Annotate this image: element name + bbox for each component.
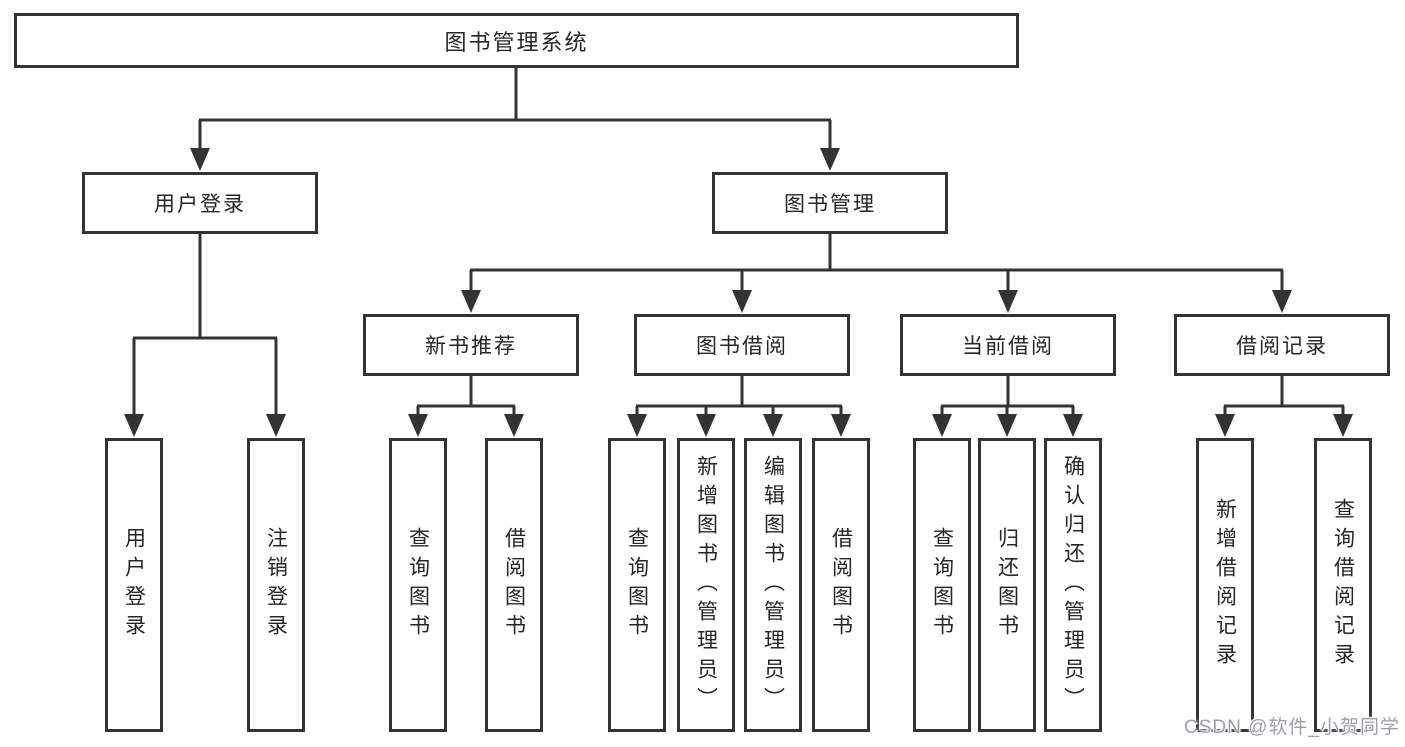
leaf-borrowing-add-books-admin-label: 新增图书（管理员） xyxy=(694,454,718,716)
leaf-current-confirm-return-admin-label: 确认归还（管理员） xyxy=(1061,454,1085,716)
node-borrowing-records: 借阅记录 xyxy=(1174,314,1390,376)
leaf-borrowing-borrow-books-label: 借阅图书 xyxy=(829,527,853,643)
leaf-current-return-books-label: 归还图书 xyxy=(995,527,1019,643)
leaf-newbook-query-books: 查询图书 xyxy=(389,438,447,732)
leaf-current-confirm-return-admin: 确认归还（管理员） xyxy=(1044,438,1102,732)
leaf-borrowing-edit-books-admin-label: 编辑图书（管理员） xyxy=(761,454,785,716)
node-book-borrowing-label: 图书借阅 xyxy=(696,335,788,358)
leaf-user-login: 用户登录 xyxy=(105,438,163,732)
node-book-borrowing: 图书借阅 xyxy=(634,314,850,376)
leaf-records-query-record-label: 查询借阅记录 xyxy=(1331,498,1355,672)
node-borrowing-records-label: 借阅记录 xyxy=(1236,335,1328,358)
leaf-borrowing-borrow-books: 借阅图书 xyxy=(812,438,870,732)
node-user-login-label: 用户登录 xyxy=(154,193,246,216)
leaf-logout: 注销登录 xyxy=(247,438,305,732)
leaf-newbook-borrow-books: 借阅图书 xyxy=(485,438,543,732)
leaf-current-query-books-label: 查询图书 xyxy=(930,527,954,643)
leaf-borrowing-add-books-admin: 新增图书（管理员） xyxy=(677,438,735,732)
csdn-watermark: CSDN @软件_小贺同学 xyxy=(1184,717,1400,738)
leaf-borrowing-edit-books-admin: 编辑图书（管理员） xyxy=(744,438,802,732)
node-root-label: 图书管理系统 xyxy=(444,29,589,55)
node-user-login: 用户登录 xyxy=(82,172,318,234)
leaf-user-login-label: 用户登录 xyxy=(122,527,146,643)
leaf-records-add-record-label: 新增借阅记录 xyxy=(1213,498,1237,672)
node-current-borrowing-label: 当前借阅 xyxy=(962,335,1054,358)
leaf-current-query-books: 查询图书 xyxy=(913,438,971,732)
leaf-records-add-record: 新增借阅记录 xyxy=(1196,438,1254,732)
node-book-management-label: 图书管理 xyxy=(784,193,876,216)
leaf-borrowing-query-books-label: 查询图书 xyxy=(625,527,649,643)
node-book-management: 图书管理 xyxy=(712,172,948,234)
leaf-newbook-query-books-label: 查询图书 xyxy=(406,527,430,643)
leaf-logout-label: 注销登录 xyxy=(264,527,288,643)
leaf-records-query-record: 查询借阅记录 xyxy=(1314,438,1372,732)
leaf-borrowing-query-books: 查询图书 xyxy=(608,438,666,732)
node-new-book-recommend-label: 新书推荐 xyxy=(425,335,517,358)
node-new-book-recommend: 新书推荐 xyxy=(363,314,579,376)
node-current-borrowing: 当前借阅 xyxy=(900,314,1116,376)
leaf-current-return-books: 归还图书 xyxy=(978,438,1036,732)
node-root: 图书管理系统 xyxy=(14,13,1019,68)
leaf-newbook-borrow-books-label: 借阅图书 xyxy=(502,527,526,643)
